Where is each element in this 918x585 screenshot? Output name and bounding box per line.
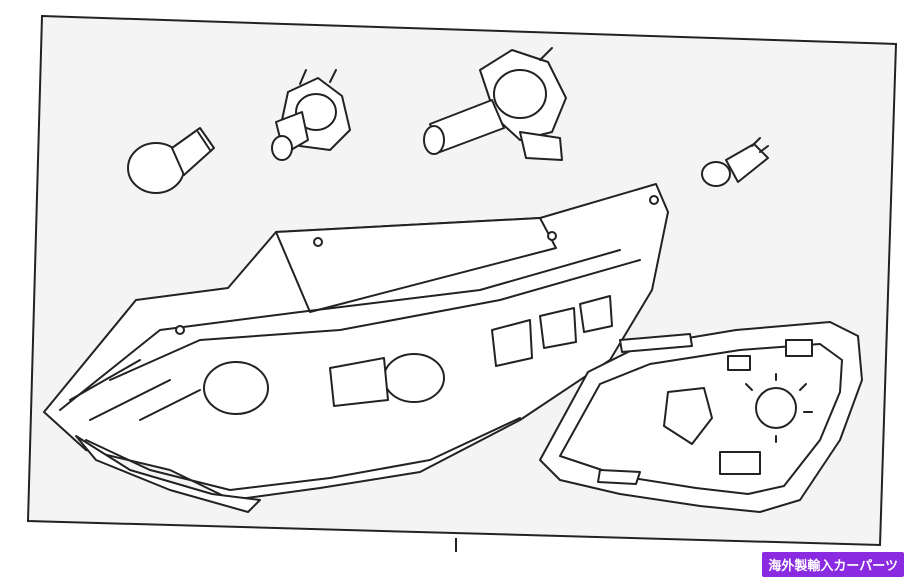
watermark-badge: 海外製輸入カーパーツ xyxy=(762,552,904,577)
bulb-t10-icon xyxy=(701,137,769,187)
headlamp-assembly-icon xyxy=(43,183,669,513)
bulb-s25-icon xyxy=(127,127,215,194)
rear-housing-icon xyxy=(539,321,863,513)
bulb-h9-icon xyxy=(423,47,567,161)
bulb-h11-icon xyxy=(271,69,351,161)
